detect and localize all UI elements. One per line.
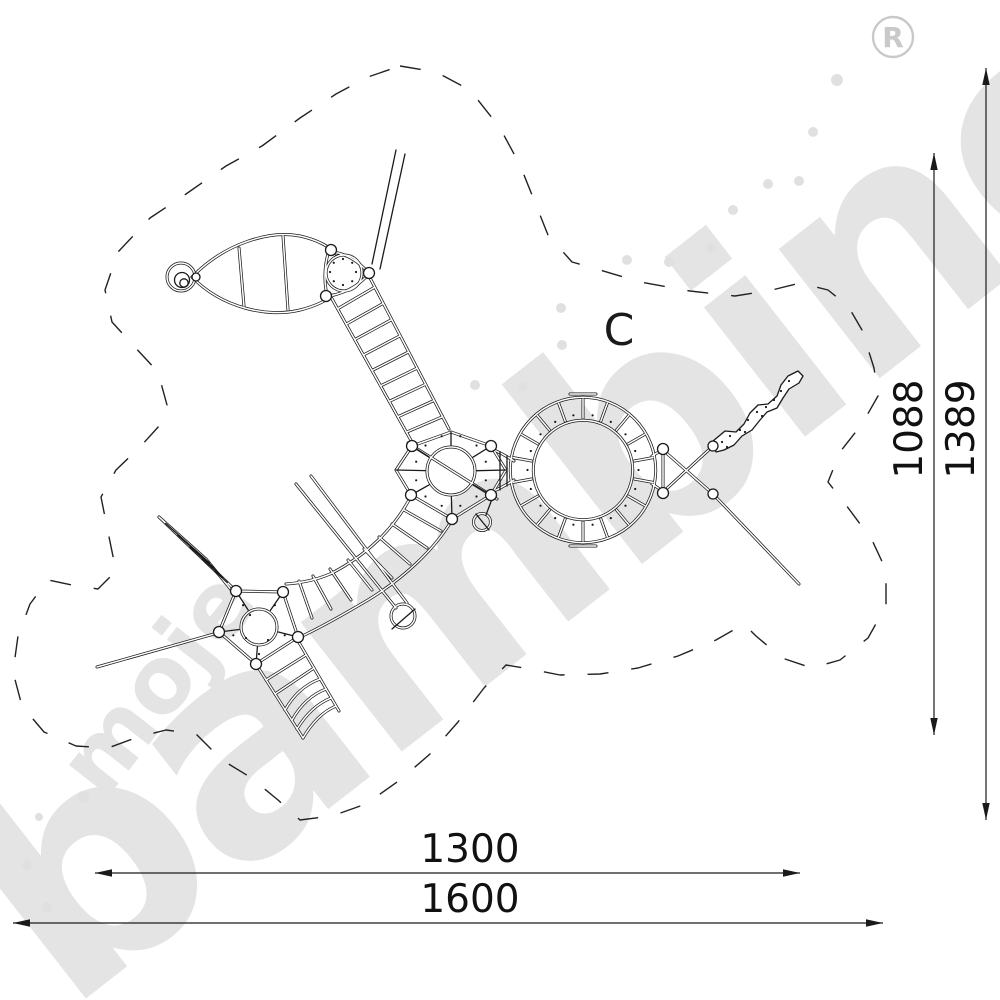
section-label-c: C (604, 305, 635, 356)
dimension-value-1088: 1088 (887, 379, 932, 478)
playground-structure (95, 149, 804, 740)
dimension-value-1389: 1389 (939, 379, 984, 478)
connection-nodes (191, 243, 719, 671)
dimension-height-outer: 1389 (939, 68, 990, 820)
dimension-width-outer: 1600 (13, 877, 883, 927)
structure-details (164, 149, 720, 665)
dimension-height-inner: 1088 (887, 153, 938, 735)
climb-pole-right (379, 153, 406, 270)
watermark-spray-dots (22, 74, 843, 912)
registered-trademark-icon: R (871, 15, 915, 59)
deck-rivet-dots (232, 257, 791, 656)
spinner-disc-hub (179, 278, 189, 288)
dimension-value-1600: 1600 (420, 877, 519, 922)
dimension-width-inner: 1300 (95, 827, 800, 877)
climb-pole-left (371, 149, 397, 265)
dimension-value-1300: 1300 (420, 827, 519, 872)
spinner-disc-inner (173, 271, 191, 289)
svg-text:R: R (882, 21, 904, 54)
